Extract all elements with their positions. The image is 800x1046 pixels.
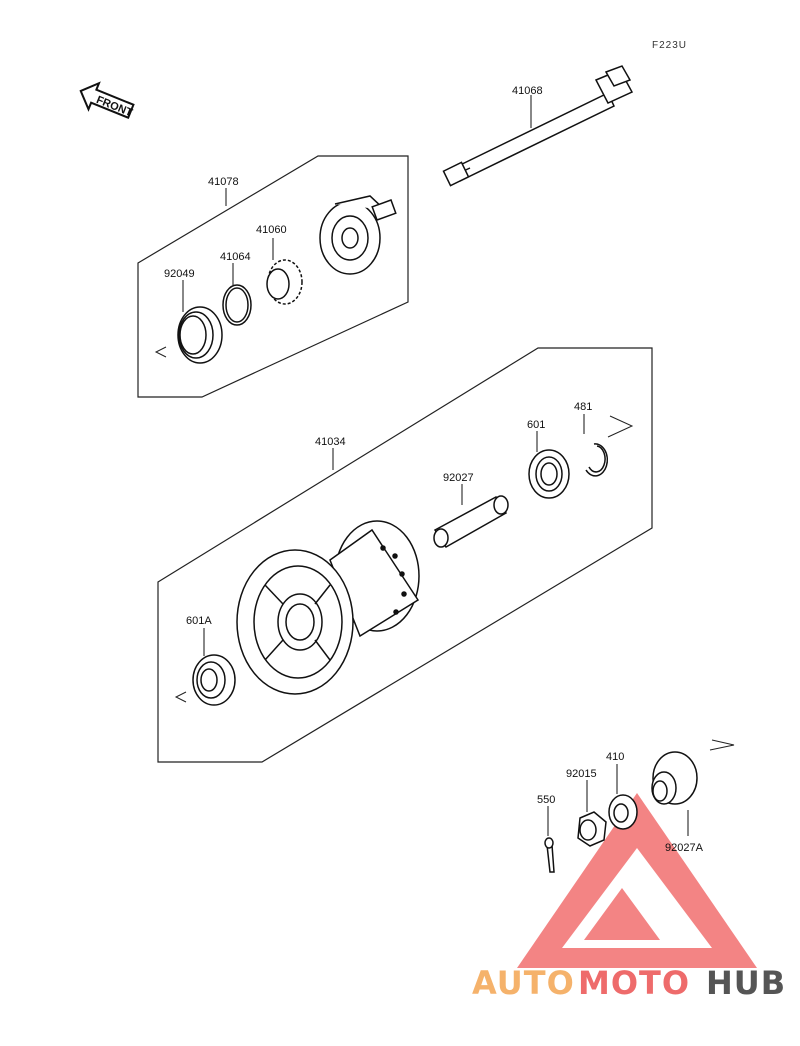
label-601a: 601A — [186, 615, 212, 627]
bearing-601 — [528, 449, 570, 499]
axle-collar — [651, 751, 698, 805]
axis-mark — [709, 739, 735, 751]
axis-mark — [154, 346, 167, 358]
watermark-text: AUTO MOTO HUB — [472, 964, 786, 1002]
label-92027a: 92027A — [665, 842, 704, 854]
watermark-part3: HUB — [706, 964, 786, 1002]
cotter-pin — [544, 837, 555, 873]
label-92049: 92049 — [164, 268, 195, 280]
bearing-601a — [192, 654, 236, 706]
label-92027: 92027 — [443, 472, 474, 484]
assembly-box-41078 — [137, 155, 409, 398]
oil-seal — [177, 306, 223, 364]
retainer-ring — [222, 284, 252, 326]
wheel-hub — [236, 520, 420, 695]
axle — [442, 65, 634, 187]
hub-spacer — [433, 495, 509, 549]
drive-gear — [266, 259, 303, 305]
label-481: 481 — [574, 401, 592, 413]
label-41068: 41068 — [512, 85, 543, 97]
label-601: 601 — [527, 419, 545, 431]
circlip — [585, 443, 609, 477]
label-410: 410 — [606, 751, 624, 763]
watermark-part1: AUTO — [472, 964, 575, 1002]
washer — [608, 794, 638, 830]
figure-code: F223U — [652, 40, 687, 51]
label-41034: 41034 — [315, 436, 346, 448]
drive-housing — [319, 195, 397, 275]
label-550: 550 — [537, 794, 555, 806]
front-arrow-icon: FRONT — [79, 81, 135, 119]
watermark-triangle — [517, 793, 757, 968]
label-41060: 41060 — [256, 224, 287, 236]
label-41078: 41078 — [208, 176, 239, 188]
label-41064: 41064 — [220, 251, 251, 263]
assembly-box-41034 — [157, 347, 653, 763]
label-92015: 92015 — [566, 768, 597, 780]
castle-nut — [577, 811, 607, 847]
axis-mark — [174, 691, 187, 703]
watermark-part2: MOTO — [578, 964, 690, 1002]
axis-mark — [607, 415, 634, 438]
